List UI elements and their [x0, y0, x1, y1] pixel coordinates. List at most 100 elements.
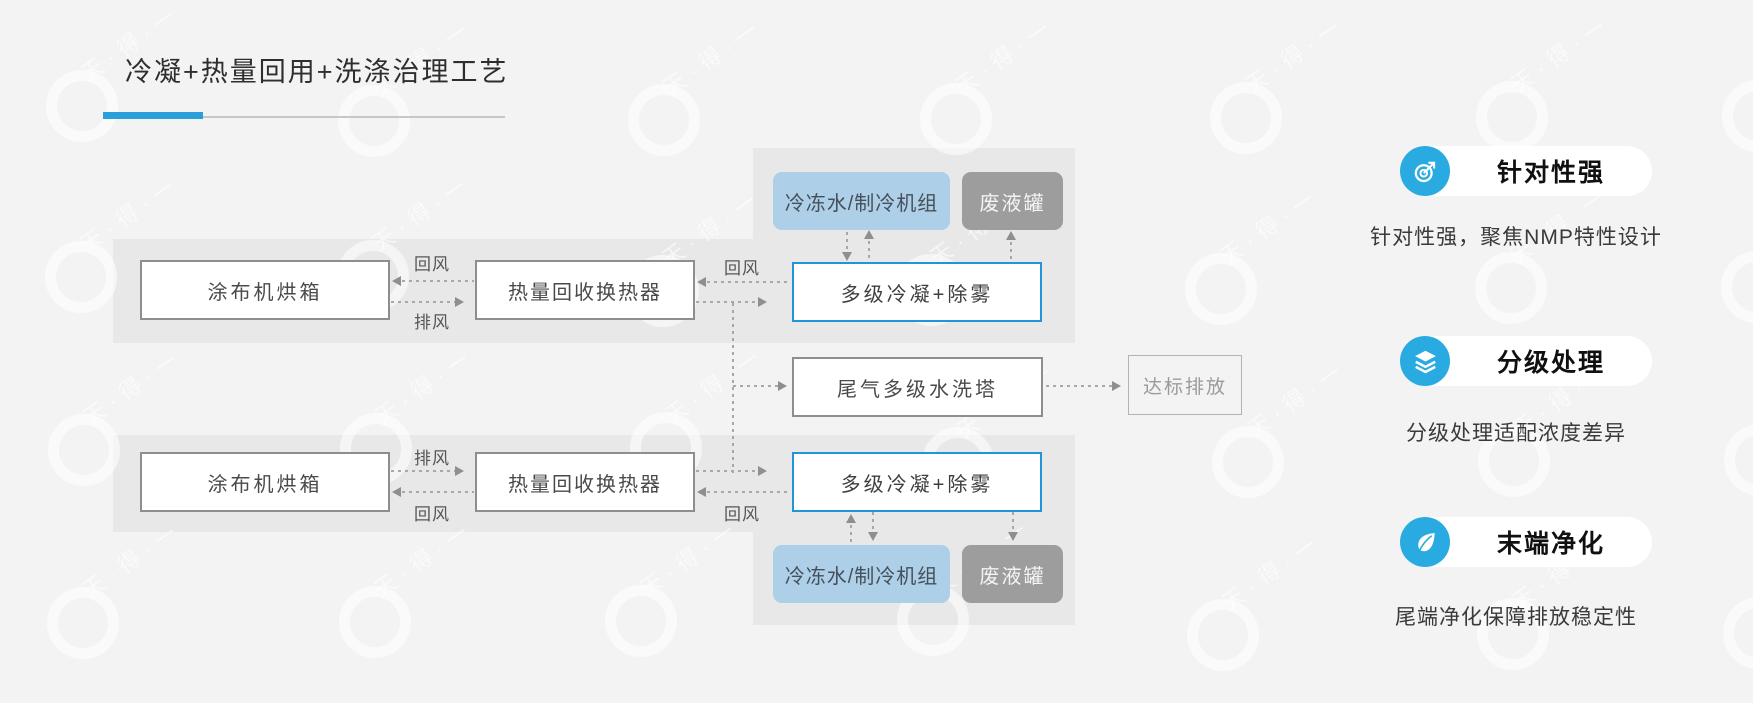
- dashed-line: [846, 232, 848, 252]
- feature-pill-staged: 分级处理: [1400, 336, 1652, 386]
- watermark: 天·得·一: [48, 344, 188, 486]
- dashed-line: [1012, 512, 1014, 532]
- arrowhead: [697, 277, 706, 287]
- watermark-text: 天·得·一: [1240, 11, 1350, 99]
- dashed-line: [696, 301, 758, 303]
- watermark: 天·得·一: [920, 13, 1060, 155]
- watermark: 天·得·一: [1724, 424, 1753, 496]
- watermark-text: 天·得·一: [370, 342, 480, 430]
- node-heat-exchanger-top: 热量回收换热器: [475, 260, 695, 320]
- watermark-ring-icon: [338, 85, 410, 157]
- watermark-ring-icon: [1721, 251, 1753, 323]
- dashed-line: [402, 491, 474, 493]
- dashed-line: [391, 301, 455, 303]
- watermark-ring-icon: [628, 84, 700, 156]
- label-exhaust-air: 排风: [414, 313, 450, 332]
- watermark: 天·得·一: [1187, 529, 1327, 671]
- feature-title: 针对性强: [1496, 159, 1605, 187]
- label-return-air: 回风: [724, 259, 760, 278]
- feature-desc: 分级处理适配浓度差异: [1406, 422, 1626, 445]
- watermark-ring-icon: [46, 70, 118, 142]
- arrowhead: [1006, 231, 1016, 240]
- layers-icon: [1400, 336, 1450, 386]
- watermark: 天·得·一: [46, 0, 186, 142]
- dashed-line: [707, 491, 790, 493]
- watermark: 天·得·一: [1721, 181, 1753, 323]
- arrowhead: [778, 381, 787, 391]
- feature-title: 分级处理: [1496, 349, 1605, 377]
- target-icon: [1400, 146, 1450, 196]
- node-scrubber: 尾气多级水洗塔: [792, 357, 1043, 417]
- dashed-line: [850, 525, 852, 545]
- dashed-line: [868, 241, 870, 262]
- watermark-text: 天·得·一: [1506, 10, 1616, 98]
- watermark-text: 天·得·一: [1749, 176, 1753, 269]
- watermark: 天·得·一: [1210, 12, 1350, 154]
- arrowhead: [842, 252, 852, 261]
- dashed-line: [402, 280, 474, 282]
- watermark-ring-icon: [1724, 424, 1753, 496]
- arrowhead: [758, 466, 767, 476]
- feature-title: 末端净化: [1496, 530, 1605, 558]
- label-return-air: 回风: [724, 505, 760, 524]
- title-rule-accent: [103, 112, 203, 119]
- watermark-text: 天·得·一: [78, 343, 188, 431]
- dashed-line: [733, 385, 778, 387]
- watermark-ring-icon: [45, 241, 117, 313]
- watermark-ring-icon: [1187, 599, 1259, 671]
- watermark: 天·得·一: [1185, 183, 1325, 325]
- arrowhead: [1008, 532, 1018, 541]
- watermark: 天·得·一: [1476, 11, 1616, 153]
- arrowhead: [846, 514, 856, 523]
- arrowhead: [868, 532, 878, 541]
- watermark: 天·得·一: [45, 171, 185, 313]
- node-oven-bottom: 涂布机烘箱: [140, 452, 390, 512]
- watermark: 天·得·一: [1475, 182, 1615, 324]
- watermark-ring-icon: [1212, 426, 1284, 498]
- arrowhead: [455, 466, 464, 476]
- watermark-ring-icon: [1185, 253, 1257, 325]
- watermark-ring-icon: [1210, 82, 1282, 154]
- feature-pill-targeted: 针对性强: [1400, 146, 1652, 196]
- watermark-ring-icon: [1475, 252, 1547, 324]
- arrowhead: [455, 297, 464, 307]
- label-return-air: 回风: [414, 505, 450, 524]
- node-oven-top: 涂布机烘箱: [140, 260, 390, 320]
- watermark: 天·得·一: [1723, 597, 1753, 669]
- watermark-ring-icon: [605, 585, 677, 657]
- title-rule: [103, 116, 505, 118]
- watermark-ring-icon: [1476, 81, 1548, 153]
- watermark-ring-icon: [1722, 80, 1753, 152]
- watermark: 天·得·一: [47, 517, 187, 659]
- arrowhead: [697, 487, 706, 497]
- label-return-air: 回风: [414, 255, 450, 274]
- watermark: 天·得·一: [1212, 356, 1352, 498]
- page-title: 冷凝+热量回用+洗涤治理工艺: [125, 57, 509, 87]
- node-waste-tank-top: 废液罐: [962, 172, 1063, 230]
- dashed-line: [391, 470, 455, 472]
- arrowhead: [392, 276, 401, 286]
- node-waste-tank-bottom: 废液罐: [962, 545, 1063, 603]
- arrowhead: [864, 230, 874, 239]
- node-chiller-bottom: 冷冻水/制冷机组: [773, 545, 950, 603]
- watermark: 天·得·一: [339, 516, 479, 658]
- node-condenser-top: 多级冷凝+除雾: [792, 262, 1042, 322]
- node-chiller-top: 冷冻水/制冷机组: [773, 172, 950, 230]
- watermark-ring-icon: [920, 83, 992, 155]
- dashed-line: [872, 512, 874, 532]
- feature-desc: 尾端净化保障排放稳定性: [1395, 606, 1637, 629]
- arrowhead: [392, 487, 401, 497]
- watermark-text: 天·得·一: [1750, 5, 1753, 98]
- watermark-ring-icon: [339, 586, 411, 658]
- leaf-icon: [1400, 517, 1450, 567]
- dashed-line: [732, 303, 734, 473]
- watermark-text: 天·得·一: [658, 13, 768, 101]
- label-exhaust-air: 排风: [414, 449, 450, 468]
- dashed-line: [1046, 385, 1112, 387]
- watermark-text: 天·得·一: [950, 12, 1060, 100]
- watermark: 天·得·一: [1722, 10, 1753, 152]
- feature-desc: 针对性强，聚焦NMP特性设计: [1370, 226, 1662, 249]
- watermark-ring-icon: [47, 587, 119, 659]
- dashed-line: [1010, 242, 1012, 262]
